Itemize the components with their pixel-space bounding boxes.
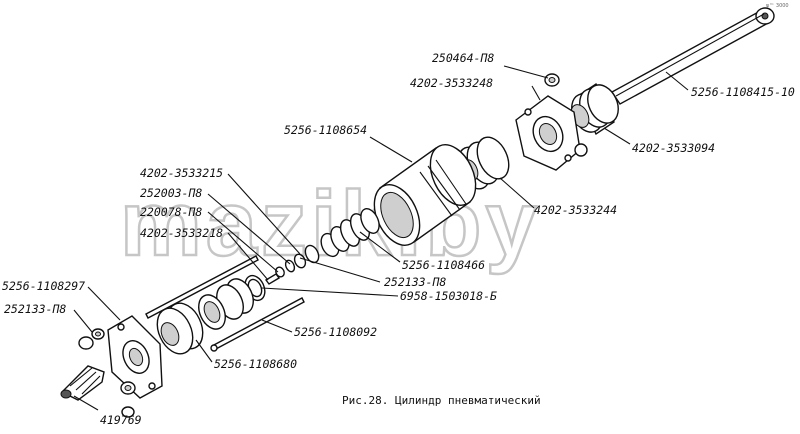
- label-3533244: 4202-3533244: [534, 203, 617, 217]
- label-252133-top: 252133-П8: [384, 275, 446, 289]
- label-252133-left: 252133-П8: [4, 302, 66, 316]
- fitting-419769: [60, 365, 105, 401]
- label-250464: 250464-П8: [432, 51, 494, 65]
- nuts-252133: [78, 328, 136, 418]
- figure-caption: Рис.28. Цилиндр пневматический: [342, 394, 541, 407]
- spring-1108466: [320, 208, 380, 258]
- label-3533218: 4202-3533218: [140, 226, 223, 240]
- bushing-3533094: [570, 82, 619, 136]
- label-1108415: 5256-1108415-10: [691, 85, 795, 99]
- label-1108466: 5256-1108466: [402, 258, 485, 272]
- label-252003: 252003-П8: [140, 186, 202, 200]
- label-6958: 6958-1503018-Б: [400, 289, 497, 303]
- label-1108092: 5256-1108092: [294, 325, 377, 339]
- label-1108680: 5256-1108680: [214, 357, 297, 371]
- washers-3533215: [264, 244, 320, 285]
- tie-rods-1108092: [145, 255, 305, 352]
- end-flange-1108297: [107, 315, 163, 399]
- nut-250464: [544, 73, 588, 157]
- corner-mark: ψ™ 3000: [766, 3, 789, 9]
- label-3533094: 4202-3533094: [632, 141, 715, 155]
- label-220078: 220078-П8: [140, 205, 202, 219]
- piston-rod: [610, 7, 775, 105]
- leader-lines: [73, 65, 689, 411]
- label-3533248: 4202-3533248: [410, 76, 493, 90]
- label-1108297: 5256-1108297: [2, 279, 85, 293]
- label-3533215: 4202-3533215: [140, 166, 223, 180]
- flange-cover-3533248: [515, 95, 581, 171]
- label-1108654: 5256-1108654: [284, 123, 367, 137]
- label-419769: 419769: [100, 413, 142, 427]
- cylinder-body-1108654: [373, 144, 477, 246]
